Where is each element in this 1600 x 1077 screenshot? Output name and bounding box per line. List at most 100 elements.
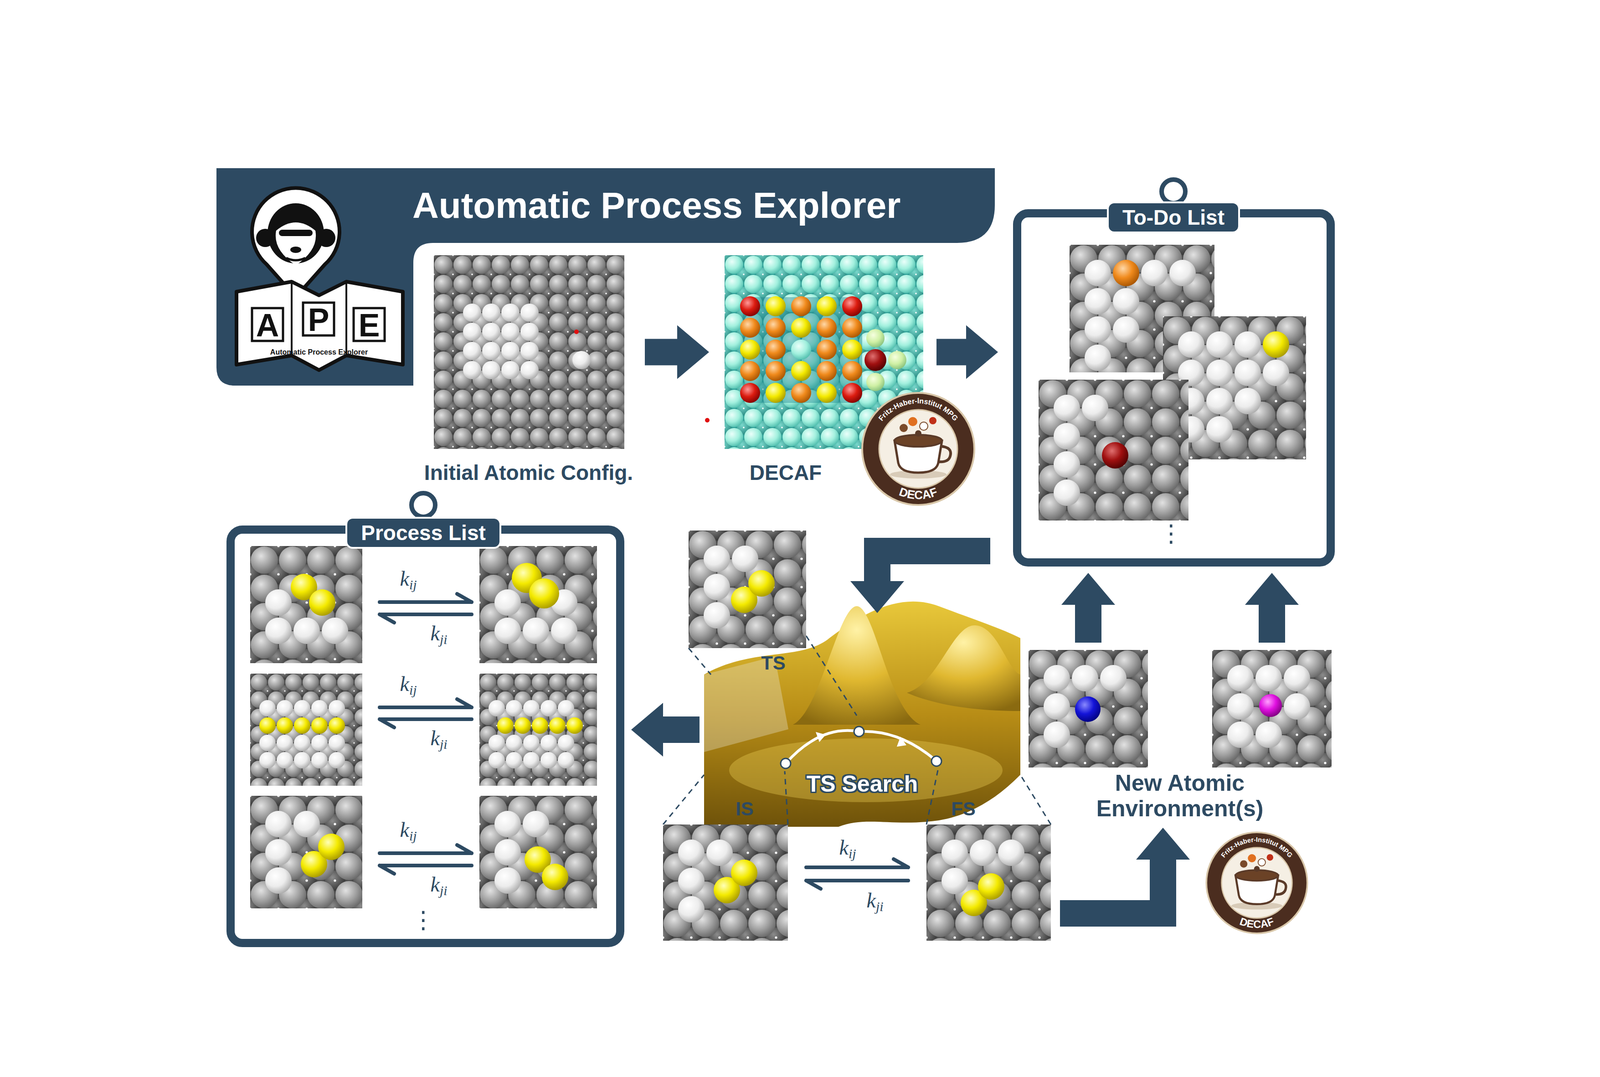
atom-snapshot-part [259,734,276,752]
marker-dot [704,417,710,423]
zoom-leader-lines-part [784,771,788,825]
decaf-image-part [765,296,786,317]
atom-snapshot-part [1234,331,1261,358]
initial-config-image-part [520,303,539,322]
arrow-head [1245,572,1299,605]
atom-snapshot-part [703,601,731,629]
atom-snapshot-part [494,617,521,644]
energy-landscape-panel: TS Search [704,612,1021,827]
atom-snapshot-part [1043,693,1071,720]
todo-frame-part [1017,213,1331,563]
decaf-logo-part: Fritz-Haber-Institut MPG [876,396,960,423]
atom-snapshot-part [488,699,505,717]
decaf-image-part [816,296,837,317]
decaf-image-part [816,317,837,338]
initial-config-image-part [574,329,579,335]
atom-snapshot-part [1227,664,1254,692]
atom-snapshot-part [250,795,363,909]
atom-snapshot-part [1053,479,1081,506]
atom-snapshot-part [494,810,521,838]
atom-snapshot-part [488,734,505,752]
decaf-logo-part [1221,847,1293,919]
atom-snapshot-part [479,545,597,664]
node-label: New Atomic Environment(s) [1029,770,1331,822]
initial-config-image-part [463,322,482,341]
decaf-image-part [842,317,863,338]
atom-snapshot-part [488,751,505,769]
ape-logo-part [290,246,302,253]
todo-frame-part [1161,179,1186,204]
energy-landscape-part [854,726,865,737]
initial-config-image-part [482,322,501,341]
zoom-leader-lines-part [663,774,705,825]
arrow-head [850,581,905,613]
decaf-image-part [842,360,863,381]
decaf-image-part [791,360,812,381]
logo-letter: E [358,307,381,344]
atom-snapshot-part [941,867,968,895]
atom-snapshot-part [479,795,597,909]
node-label: FS [951,798,976,820]
atom-snapshot-part [318,833,345,860]
arrow-head [966,325,999,380]
atom-snapshot-part [678,839,705,866]
process-frame-part [230,529,621,943]
initial-config-image-part [463,341,482,361]
ape-logo-part [278,229,313,237]
harpoon-pair-part [379,593,472,602]
atom-snapshot-part [998,839,1025,866]
flow-arrow [850,550,991,613]
atom-snapshot-part [494,838,521,866]
decaf-image-part [740,317,761,338]
logo-arc-text: DECAF [897,484,939,502]
decaf-image-part [791,296,812,317]
atom-snapshot-part [328,717,345,734]
atom-snapshot-part [1259,694,1282,717]
atom-snapshot-part [926,824,1051,941]
arrow-head [1061,572,1116,605]
atom-snapshot-part [311,734,328,752]
atom-snapshot-part [311,699,328,717]
decaf-logo-part [919,421,928,431]
process-list-panel: Process List [226,525,625,947]
atom-snapshot-part [311,717,328,734]
atom-snapshot-part [1101,442,1129,469]
atom-snapshot [250,673,363,786]
atom-snapshot-part [969,839,997,866]
atom-snapshot-part [276,751,294,769]
atom-snapshot [1069,244,1215,373]
atom-snapshot-part [540,699,557,717]
atom-snapshot-part [523,751,540,769]
decaf-logo-part [1258,858,1266,866]
atom-snapshot-part [1206,331,1233,358]
atom-snapshot-part [276,734,294,752]
decaf-logo-part [915,430,922,437]
list-tab-title: To-Do List [1106,201,1240,234]
ellipsis-mark: ⋮ [1159,521,1184,546]
decaf-logo: Fritz-Haber-Institut MPG DECAF [862,392,975,505]
atom-snapshot-part [541,863,569,891]
atom-snapshot-part [1043,721,1071,748]
decaf-logo-part [1266,854,1274,861]
atom-snapshot-part [505,734,523,752]
atom-snapshot-part [977,873,1005,900]
atom-snapshot-part [731,545,759,572]
decaf-logo-part [1247,854,1256,863]
atom-snapshot-part [1084,288,1112,315]
decaf-image-part [866,372,885,391]
atom-snapshot-part [1206,359,1233,386]
atom-snapshot-part [1112,259,1140,287]
arrow-shaft [877,550,991,582]
decaf-image-part [816,382,837,403]
atom-snapshot-part [328,751,345,769]
decaf-image-part [888,350,907,370]
atom-snapshot-part [308,589,336,616]
atom-snapshot-part [265,838,292,866]
arrow-shaft [1258,603,1286,643]
decaf-image-part [791,339,812,360]
node-label: IS [735,798,754,820]
arrow-head [1136,827,1190,860]
decaf-image-part [842,382,863,403]
initial-config-image-part [520,360,539,380]
